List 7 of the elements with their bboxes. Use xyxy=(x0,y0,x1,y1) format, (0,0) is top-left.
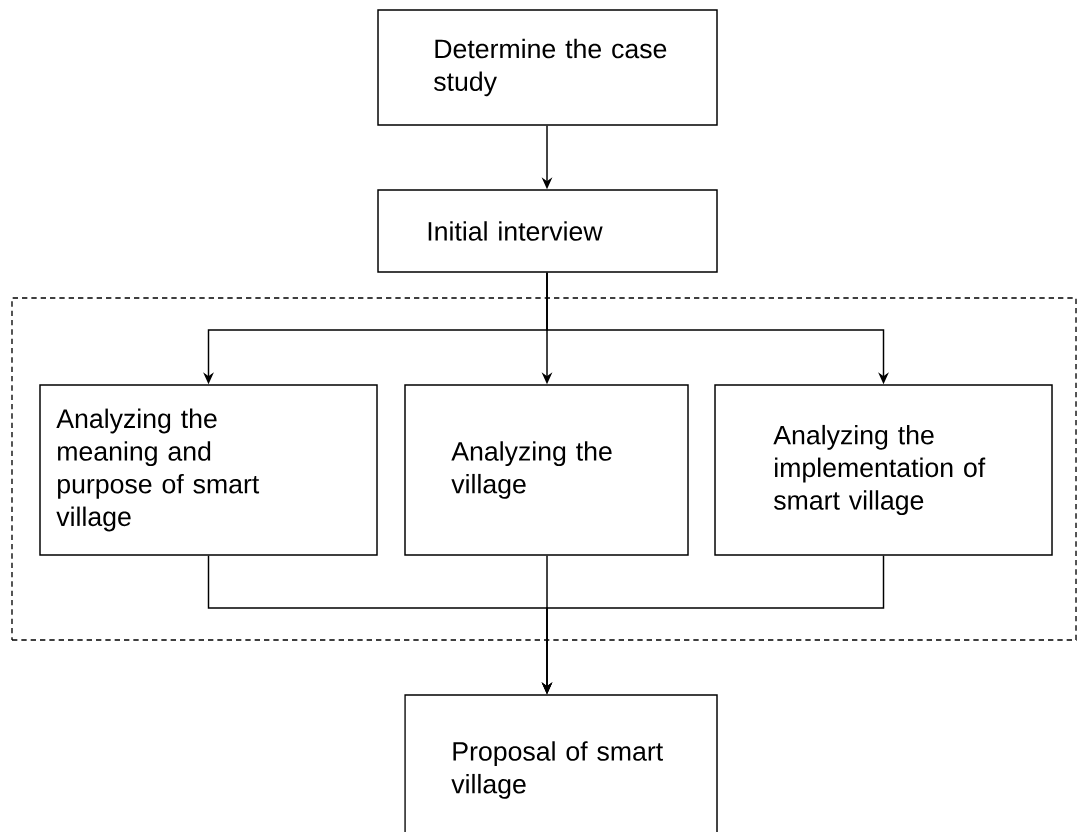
dashed-group-frame xyxy=(11,297,1077,641)
process-box: Analyzing the village xyxy=(404,384,689,556)
process-box: Initial interview xyxy=(377,189,718,273)
process-box: Proposal of smart village xyxy=(404,694,718,832)
process-box: Determine the case study xyxy=(377,9,718,126)
process-box: Analyzing the implementation of smart village xyxy=(714,384,1053,556)
process-box: Analyzing the meaning and purpose of smart village xyxy=(39,384,378,556)
